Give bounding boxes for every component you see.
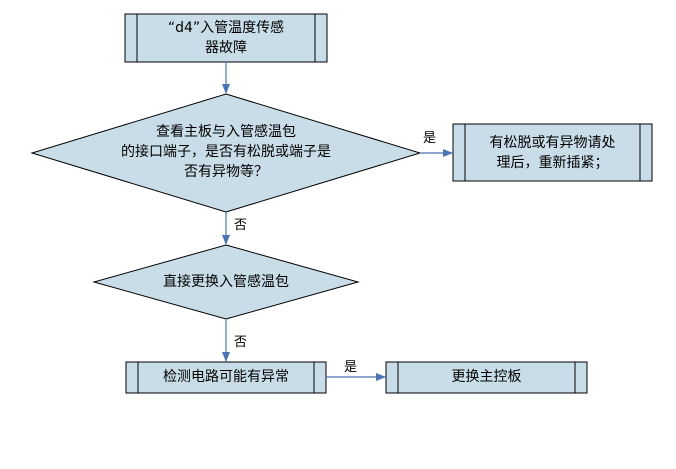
replace-board-label-line-1: 更换主控板 [451, 369, 522, 385]
edge-label-yes-1: 是 [423, 131, 437, 146]
edge-label-yes-2: 是 [344, 360, 358, 375]
fix-label: 有松脱或有异物请处 理后，重新插紧； [465, 133, 640, 173]
fix-box [452, 123, 653, 182]
fault-label: “d4”入管温度传感 器故障 [137, 18, 315, 58]
fault-box [124, 13, 328, 63]
edge-label-no-1: 否 [234, 218, 248, 233]
fault-label-line-1: “d4”入管温度传感 [167, 20, 285, 36]
replace-sensor-label-line-1: 直接更换入管感温包 [163, 274, 289, 290]
detect-box [125, 361, 327, 394]
edge-label-no-2: 否 [234, 335, 248, 350]
check-label: 查看主板与入管感温包 的接口端子，是否有松脱或端子是 否有异物等？ [76, 122, 376, 182]
replace-sensor-label: 直接更换入管感温包 [126, 272, 326, 292]
check-label-line-2: 的接口端子，是否有松脱或端子是 [121, 144, 331, 160]
detect-label: 检测电路可能有异常 [138, 367, 314, 387]
check-label-line-1: 查看主板与入管感温包 [156, 124, 296, 140]
fix-label-line-1: 有松脱或有异物请处 [489, 135, 616, 151]
fault-label-line-2: 器故障 [205, 40, 247, 56]
detect-label-line-1: 检测电路可能有异常 [163, 369, 289, 385]
replace-board-label: 更换主控板 [398, 367, 575, 387]
check-label-line-3: 否有异物等？ [184, 164, 268, 180]
replace-board-box [385, 361, 588, 394]
fix-label-line-2: 理后，重新插紧； [496, 155, 609, 171]
